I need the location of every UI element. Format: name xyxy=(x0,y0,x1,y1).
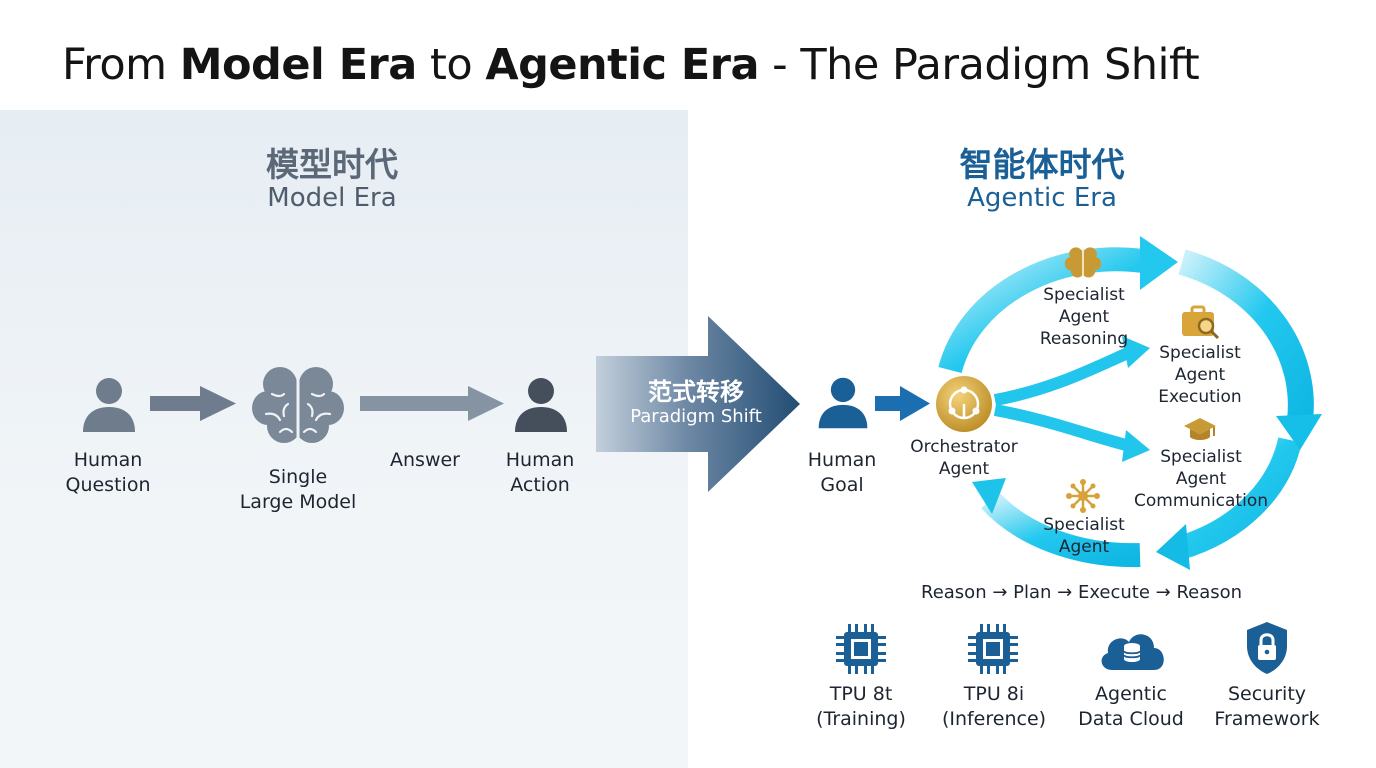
model-era-title-en: Model Era xyxy=(267,183,397,213)
brain-icon xyxy=(252,366,344,444)
arrow-question-to-model xyxy=(150,386,236,421)
briefcase-search-icon xyxy=(1182,305,1220,340)
model-era-title-cn: 模型时代 xyxy=(266,145,398,184)
agent-cycle-ring xyxy=(938,247,1314,568)
model-era-panel xyxy=(0,110,688,768)
chip-icon xyxy=(968,624,1018,674)
arrow-model-to-action xyxy=(360,386,504,421)
reasoning-brain-icon xyxy=(1064,246,1102,278)
answer-label: Answer xyxy=(390,449,460,471)
human-goal-person-icon xyxy=(818,377,868,429)
graduation-cap-icon xyxy=(1184,418,1216,440)
human-question-person-icon xyxy=(83,378,135,432)
cycle-text: Reason → Plan → Execute → Reason xyxy=(921,582,1243,603)
paradigm-shift-cn: 范式转移 xyxy=(648,378,744,406)
agentic-era-title-cn: 智能体时代 xyxy=(959,145,1125,184)
paradigm-shift-arrow xyxy=(596,316,800,492)
infra-tpu8i-label: TPU 8i(Inference) xyxy=(941,683,1047,730)
infra-tpu8t-label: TPU 8t(Training) xyxy=(816,683,906,730)
orchestrator-node xyxy=(934,374,994,434)
paradigm-shift-en: Paradigm Shift xyxy=(630,406,762,427)
agentic-era-title-en: Agentic Era xyxy=(967,183,1117,213)
human-action-person-icon xyxy=(515,378,567,432)
page-title: From Model Era to Agentic Era - The Para… xyxy=(62,40,1200,90)
database-cloud-icon xyxy=(1101,634,1164,670)
shield-lock-icon xyxy=(1247,622,1287,674)
chip-icon xyxy=(836,624,886,674)
network-node-icon xyxy=(1066,479,1100,513)
